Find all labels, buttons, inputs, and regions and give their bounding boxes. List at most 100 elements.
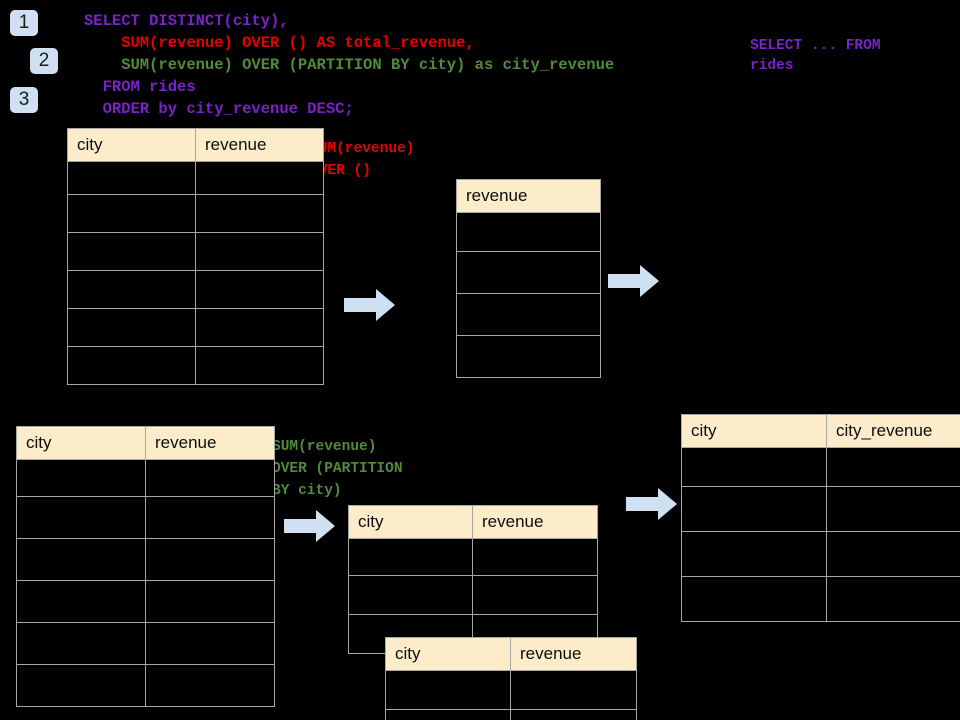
table-cell (826, 576, 960, 622)
table-row (681, 447, 960, 487)
column-header-city-revenue: city_revenue (826, 414, 960, 448)
table-header-row: city city_revenue (681, 414, 960, 448)
table-cell (145, 580, 275, 623)
note-select-from-rides: SELECT ... FROM rides (750, 38, 881, 74)
table-cell (195, 194, 324, 233)
table-row (348, 538, 598, 576)
table-header-row: city revenue (67, 128, 324, 162)
table-cell (826, 486, 960, 532)
table-cell (681, 447, 827, 487)
column-header-city: city (348, 505, 473, 539)
table-total-revenue: revenue (456, 179, 601, 378)
table-cell (195, 161, 324, 195)
column-header-city: city (67, 128, 196, 162)
table-row (16, 459, 275, 497)
table-row (681, 486, 960, 532)
table-row (67, 270, 324, 309)
table-row (67, 346, 324, 385)
table-row (16, 580, 275, 623)
table-row (681, 531, 960, 577)
table-cell (16, 622, 146, 665)
sql-line-select-distinct: SELECT DISTINCT(city), (84, 12, 289, 30)
table-cell (456, 293, 601, 336)
table-cell (145, 538, 275, 581)
column-header-revenue: revenue (145, 426, 275, 460)
table-partition-group-back: city revenue (348, 505, 598, 654)
table-cell (145, 622, 275, 665)
column-header-city: city (681, 414, 827, 448)
table-cell (67, 308, 196, 347)
note-sum-over-empty: SUM(revenue) OVER () (310, 141, 415, 179)
table-row (385, 670, 637, 710)
table-row (67, 232, 324, 271)
table-cell (681, 486, 827, 532)
table-header-row: revenue (456, 179, 601, 213)
column-header-city: city (385, 637, 511, 671)
table-row (681, 576, 960, 622)
sql-line-sum-over-empty: SUM(revenue) OVER () AS total_revenue, (84, 34, 475, 52)
table-row (348, 575, 598, 615)
table-cell (67, 161, 196, 195)
table-cell (195, 346, 324, 385)
sql-line-order-by: ORDER by city_revenue DESC; (84, 100, 354, 118)
table-row (456, 335, 601, 378)
table-cell (67, 270, 196, 309)
table-cell (456, 251, 601, 294)
table-cell (510, 670, 637, 710)
table-cell (348, 538, 473, 576)
table-cell (195, 232, 324, 271)
table-cell (472, 575, 598, 615)
table-row (67, 161, 324, 195)
table-row (67, 308, 324, 347)
column-header-revenue: revenue (510, 637, 637, 671)
table-row (16, 664, 275, 707)
table-cell (145, 459, 275, 497)
table-cell (16, 496, 146, 539)
table-cell (16, 664, 146, 707)
table-cell (195, 270, 324, 309)
table-cell (195, 308, 324, 347)
table-row (456, 212, 601, 252)
table-row (456, 251, 601, 294)
table-header-row: city revenue (385, 637, 637, 671)
table-cell (16, 580, 146, 623)
flow-arrow-icon (284, 510, 335, 542)
step-badge-3: 3 (10, 87, 38, 113)
table-row (16, 496, 275, 539)
table-cell (456, 335, 601, 378)
flow-arrow-icon (608, 265, 659, 297)
table-cell (826, 447, 960, 487)
sql-line-sum-over-partition: SUM(revenue) OVER (PARTITION BY city) as… (84, 56, 615, 74)
table-cell (681, 531, 827, 577)
column-header-revenue: revenue (456, 179, 601, 213)
table-cell (67, 232, 196, 271)
table-cell (472, 538, 598, 576)
table-cell (145, 496, 275, 539)
table-row (67, 194, 324, 233)
table-cell (681, 576, 827, 622)
table-cell (510, 709, 637, 720)
table-cell (826, 531, 960, 577)
table-row (16, 622, 275, 665)
table-cell (145, 664, 275, 707)
flow-arrow-icon (626, 488, 677, 520)
table-header-row: city revenue (16, 426, 275, 460)
table-final-result: city city_revenue (681, 414, 960, 622)
table-row (16, 538, 275, 581)
table-cell (385, 709, 511, 720)
table-rides-source-bottom: city revenue (16, 426, 275, 707)
table-header-row: city revenue (348, 505, 598, 539)
sql-line-from: FROM rides (84, 78, 196, 96)
table-cell (385, 670, 511, 710)
table-rides-source-top: city revenue (67, 128, 324, 385)
table-row (385, 709, 637, 720)
table-partition-group-front: city revenue (385, 637, 637, 720)
table-cell (16, 538, 146, 581)
note-sum-over-partition: SUM(revenue) OVER (PARTITION BY city) (272, 439, 403, 499)
table-cell (456, 212, 601, 252)
table-row (456, 293, 601, 336)
step-badge-2: 2 (30, 48, 58, 74)
step-badge-1: 1 (10, 10, 38, 36)
table-cell (67, 194, 196, 233)
